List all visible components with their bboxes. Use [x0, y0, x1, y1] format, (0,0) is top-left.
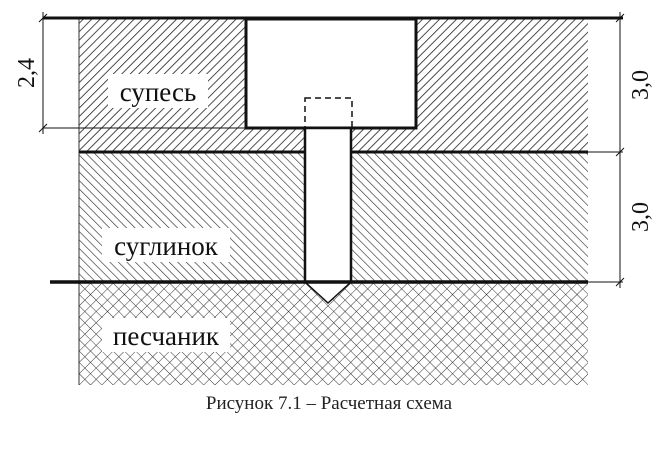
soil-scheme: 2,4 3,0 3,0 супесь суглинок песчаник — [14, 12, 654, 385]
dimension-right-bottom-label: 3,0 — [628, 202, 654, 232]
dimension-right-top-label: 3,0 — [628, 70, 654, 100]
pile — [303, 126, 353, 284]
label-peschanik: песчаник — [113, 321, 220, 351]
foundation-pit — [244, 17, 418, 130]
pile-head-dashed — [304, 97, 353, 129]
figure-caption: Рисунок 7.1 – Расчетная схема — [205, 393, 453, 414]
label-supes: супесь — [120, 77, 197, 107]
label-suglinok: суглинок — [114, 231, 219, 261]
dimension-right — [615, 12, 625, 288]
dimension-left-label: 2,4 — [14, 58, 40, 88]
dimension-left — [38, 12, 48, 134]
